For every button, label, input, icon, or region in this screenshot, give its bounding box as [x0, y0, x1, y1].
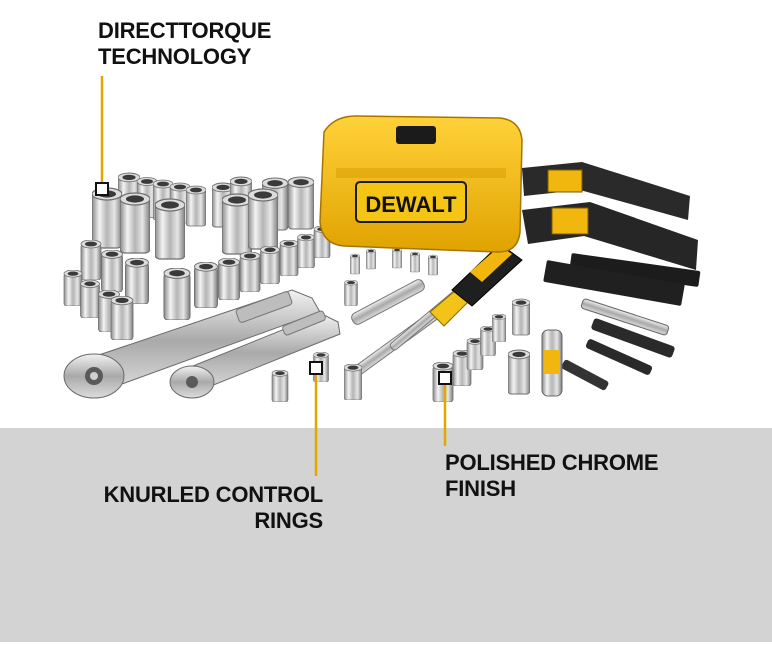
callout-line-1: POLISHED CHROME — [445, 450, 659, 475]
dewalt-case — [319, 115, 523, 253]
bit-holder — [541, 329, 563, 397]
callout-lines — [95, 76, 452, 476]
callout-directtorque: DIRECTTORQUE TECHNOLOGY — [98, 18, 271, 70]
hex-key-sets — [522, 162, 698, 270]
callout-line-2: TECHNOLOGY — [98, 44, 252, 69]
ratchet-small — [169, 310, 341, 399]
screwdriver — [389, 243, 523, 351]
callout-polished-chrome: POLISHED CHROME FINISH — [445, 450, 659, 502]
ratchet-large — [63, 289, 321, 399]
callout-line-2: FINISH — [445, 476, 516, 501]
bit-strips — [543, 253, 701, 391]
bottom-white-edge — [0, 642, 772, 650]
dewalt-logo: DEWALT — [365, 192, 457, 217]
callout-line-1: DIRECTTORQUE — [98, 18, 272, 43]
callout-knurled-control-rings: KNURLED CONTROL RINGS — [103, 482, 324, 534]
callout-line-2: RINGS — [254, 508, 323, 533]
callout-line-1: KNURLED CONTROL — [103, 482, 324, 507]
gray-background-band — [0, 428, 772, 650]
